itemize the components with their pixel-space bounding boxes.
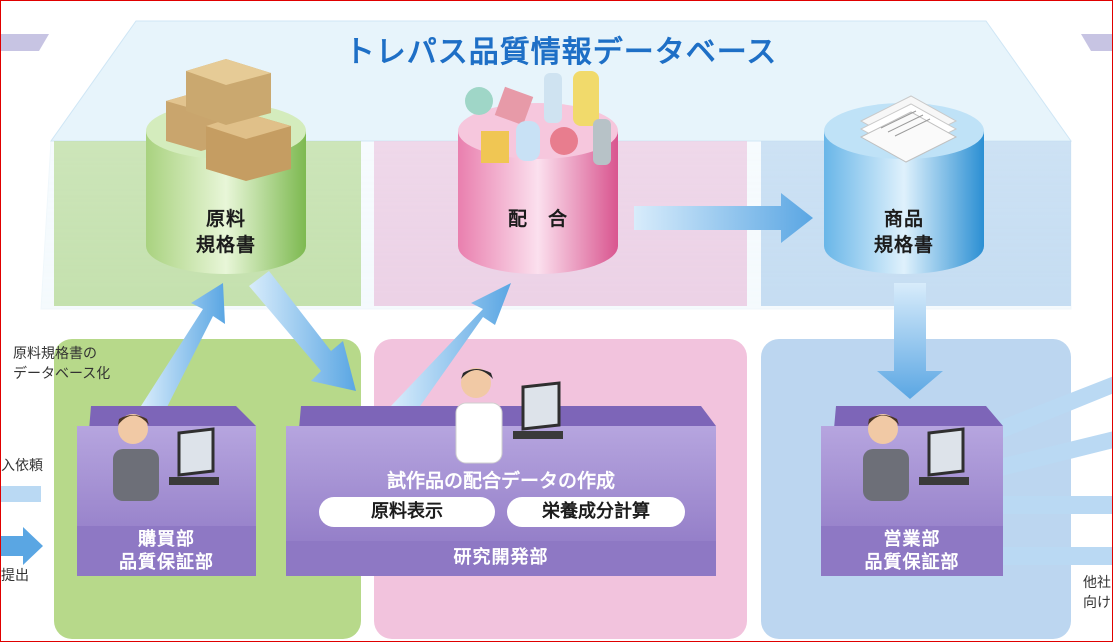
rnd-worker-icon	[455, 368, 563, 464]
outbound-arrows-right	[986, 376, 1112, 565]
raw-label-display-button: 原料表示	[319, 497, 495, 527]
diagram-title: トレパス品質情報データベース	[344, 35, 778, 70]
purchasing-label: 購買部 品質保証部	[119, 529, 214, 573]
right-tab	[1081, 34, 1112, 51]
cardboard-boxes-icon	[166, 59, 291, 181]
right-other-note: 他社 向け	[1083, 575, 1111, 611]
documents-stack-icon	[859, 95, 958, 163]
nutrition-calc-button: 栄養成分計算	[507, 497, 685, 527]
arrow-product-to-sales	[877, 283, 943, 399]
raw-db-note: 原料規格書の データベース化	[13, 346, 111, 382]
arrow-purchasing-to-raw	[141, 283, 225, 419]
inbound-arrow-left	[1, 527, 43, 565]
raw-spec-label: 原料 規格書	[195, 208, 256, 256]
arrow-rnd-to-formulation	[391, 283, 511, 419]
arrow-raw-to-rnd	[249, 271, 356, 391]
left-submit-note: 提出	[1, 568, 29, 584]
ingredient-containers-icon	[465, 71, 611, 165]
formulation-label: 配 合	[507, 208, 568, 230]
left-request-note: 入依頼	[1, 458, 43, 474]
purchasing-worker-icon	[113, 414, 219, 501]
product-spec-label: 商品 規格書	[873, 208, 934, 256]
inbound-bar-left	[1, 486, 41, 502]
sales-worker-icon	[863, 414, 969, 501]
sales-label: 営業部 品質保証部	[864, 529, 960, 573]
left-tab	[1, 34, 49, 51]
rnd-label: 研究開発部	[453, 547, 549, 568]
rnd-caption: 試作品の配合データの作成	[386, 470, 615, 492]
arrow-formulation-to-product	[634, 193, 813, 243]
